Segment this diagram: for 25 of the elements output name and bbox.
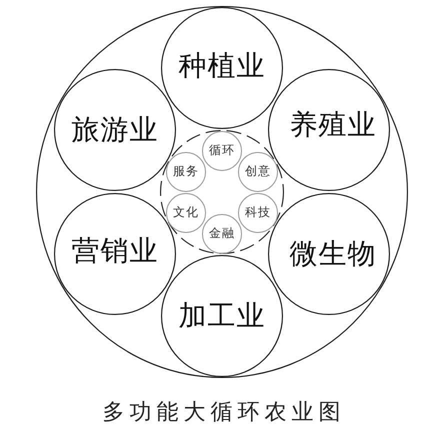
theme-circle bbox=[202, 131, 242, 171]
theme-circle bbox=[166, 193, 206, 233]
node-label: 旅游业 bbox=[72, 114, 158, 146]
sector-circle bbox=[161, 7, 283, 129]
sector-circle bbox=[161, 255, 283, 377]
node-label: 养殖业 bbox=[290, 108, 376, 142]
dashed-circle bbox=[160, 130, 284, 254]
node-label: 服务 bbox=[173, 165, 199, 179]
theme-circle bbox=[166, 152, 206, 192]
outer-circle bbox=[36, 6, 408, 378]
node-label: 循环 bbox=[209, 144, 235, 158]
node-label: 文化 bbox=[173, 206, 199, 220]
node-label: 种植业 bbox=[178, 50, 266, 82]
node-label: 科技 bbox=[245, 206, 271, 220]
node-label: 金融 bbox=[209, 227, 235, 241]
node-label: 微生物 bbox=[290, 238, 376, 270]
node-label: 营销业 bbox=[72, 234, 158, 268]
node-label: 加工业 bbox=[178, 300, 266, 332]
caption: 多功能大循环农业图 bbox=[102, 399, 346, 427]
theme-circle bbox=[238, 193, 278, 233]
sector-circle bbox=[268, 69, 390, 191]
theme-circle bbox=[202, 214, 242, 254]
theme-circle bbox=[238, 152, 278, 192]
node-label: 创意 bbox=[245, 165, 271, 179]
sector-circle bbox=[268, 193, 390, 315]
